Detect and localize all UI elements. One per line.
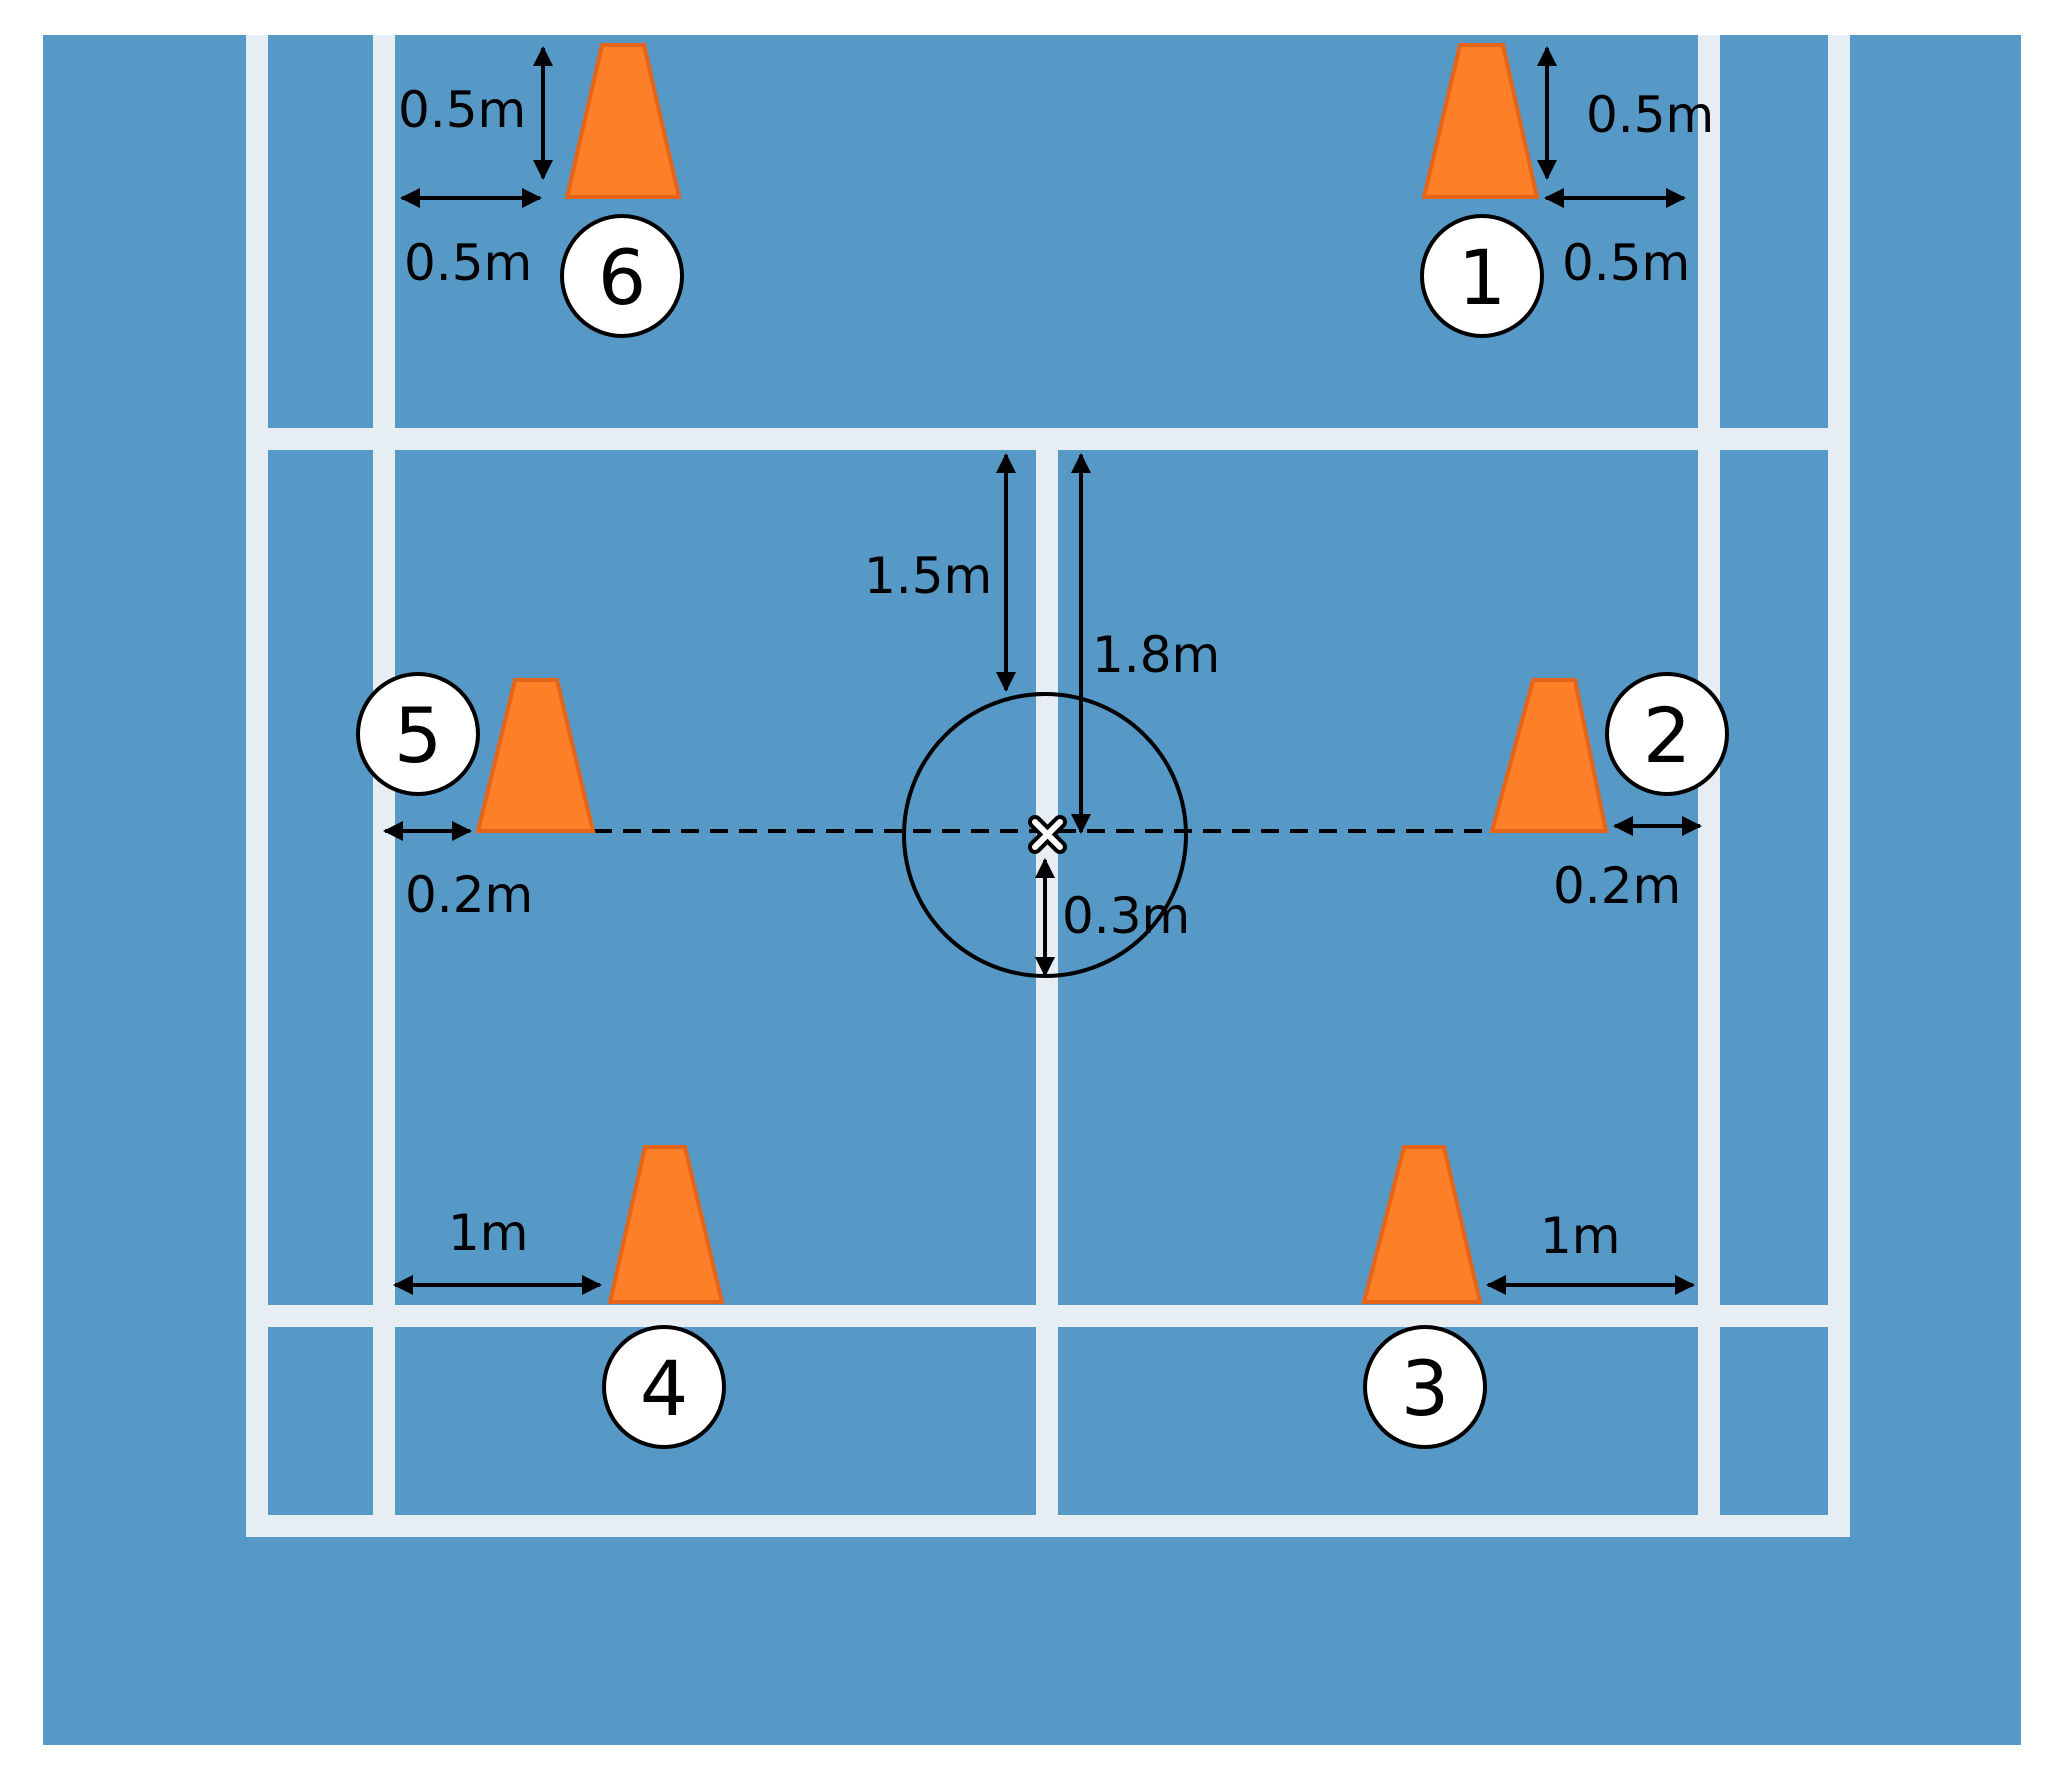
cone-6	[564, 43, 682, 199]
marker-2: 2	[1605, 672, 1729, 796]
court-floor	[43, 35, 2021, 1745]
cone-number-3: 3	[1401, 1344, 1449, 1433]
label-1-5m: 1.5m	[864, 547, 992, 605]
label-cone2-offset: 0.2m	[1553, 857, 1681, 915]
cone-number-6: 6	[598, 233, 646, 322]
label-cone1-horizontal: 0.5m	[1562, 234, 1690, 292]
cones	[475, 43, 1609, 1304]
label-cone6-horizontal: 0.5m	[404, 234, 532, 292]
left-outer-sideline	[246, 35, 268, 1535]
label-cone6-vertical: 0.5m	[398, 81, 526, 139]
cone-4	[607, 1145, 725, 1304]
marker-3: 3	[1363, 1325, 1487, 1449]
short-service-line	[246, 428, 1850, 450]
cone-2	[1489, 678, 1609, 833]
right-inner-sideline	[1698, 35, 1720, 1535]
marker-5: 5	[356, 672, 480, 796]
label-0-3m: 0.3m	[1062, 887, 1190, 945]
cone-number-1: 1	[1458, 233, 1506, 322]
dimension-labels: 0.5m 0.5m 0.5m 0.5m 1.5m 1.8m 0.2m 0.2m …	[398, 81, 1714, 1265]
label-cone5-offset: 0.2m	[405, 866, 533, 924]
court-lines	[246, 35, 1850, 1537]
label-cone4-offset: 1m	[448, 1204, 529, 1262]
cone-3	[1361, 1145, 1483, 1304]
label-cone1-vertical: 0.5m	[1586, 86, 1714, 144]
center-line	[1036, 440, 1058, 1525]
cone-number-5: 5	[394, 691, 442, 780]
dimension-arrows	[383, 46, 1702, 1295]
label-cone3-offset: 1m	[1540, 1207, 1621, 1265]
x-mark-icon	[1028, 815, 1067, 854]
right-outer-sideline	[1828, 35, 1850, 1535]
cone-5	[475, 678, 596, 833]
marker-6: 6	[560, 214, 684, 338]
label-1-8m: 1.8m	[1092, 626, 1220, 684]
cone-number-2: 2	[1643, 691, 1691, 780]
marker-1: 1	[1420, 214, 1544, 338]
cone-number-markers: 6 1 5 2 4 3	[356, 214, 1729, 1449]
cone-number-4: 4	[640, 1344, 688, 1433]
cone-1	[1421, 43, 1540, 199]
base-line	[246, 1515, 1850, 1537]
marker-4: 4	[602, 1325, 726, 1449]
